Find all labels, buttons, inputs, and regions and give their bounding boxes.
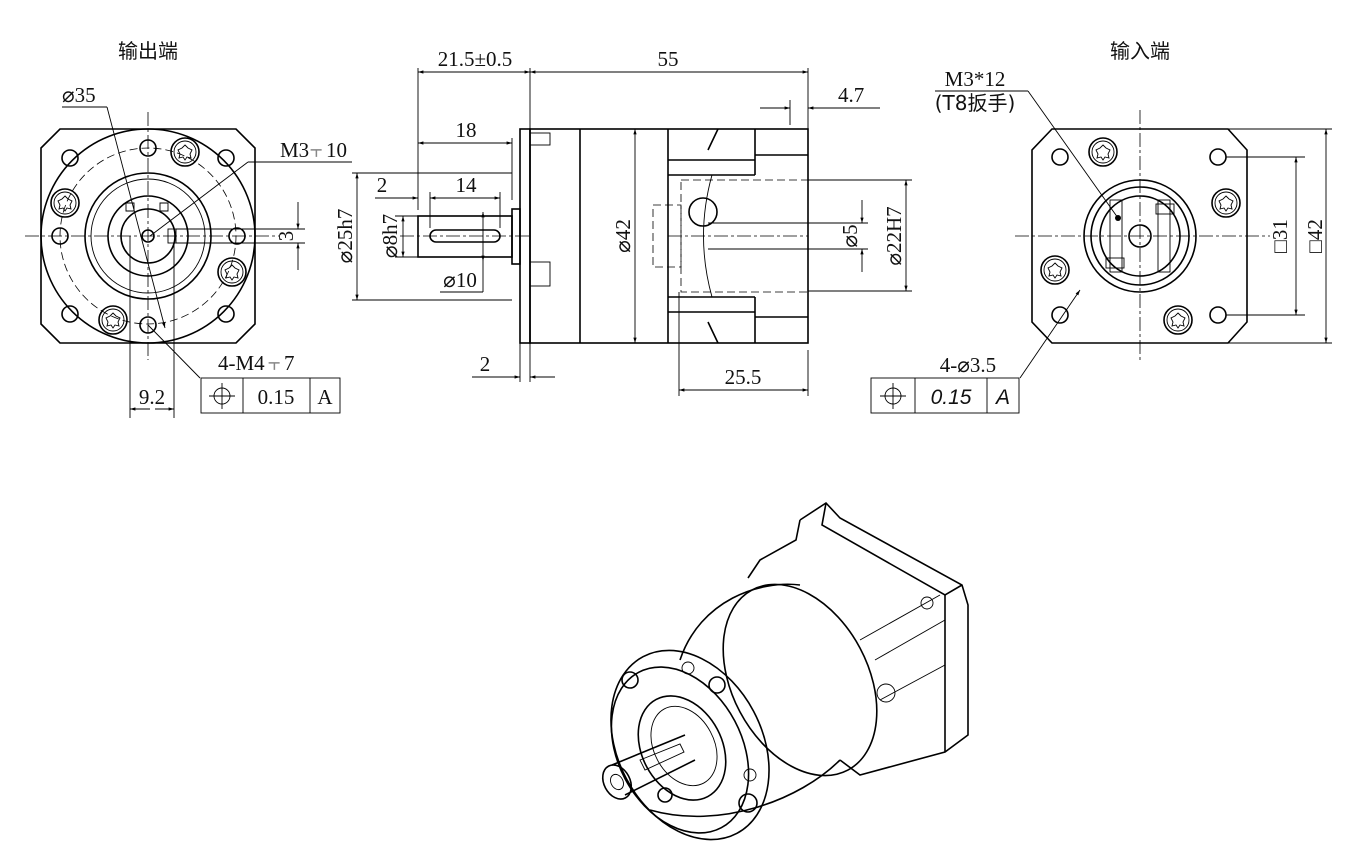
tolerance-datum: A: [317, 385, 333, 409]
input-end-view: 输入端 M3*12 (T8扳手) □31 □42 4-⌀3.5 0.15 A: [870, 39, 1332, 414]
dim-shaft-length: 18: [456, 118, 477, 142]
clamp-screw-label: M3*12: [945, 67, 1006, 91]
dim-shaft-protrusion: 21.5±0.5: [438, 47, 513, 71]
iso-output-shaft: [611, 734, 696, 796]
dim-key-offset: 3: [274, 231, 298, 242]
dim-shoulder-dia: ⌀10: [443, 268, 477, 292]
center-thread-label: M3: [280, 138, 309, 162]
dim-pilot-dia: ⌀25h7: [333, 209, 357, 264]
dim-flange-size: □42: [1303, 219, 1327, 253]
side-view: 21.5±0.5 55 4.7 18 2 14 ⌀25h7 ⌀8h7 ⌀10 2…: [333, 47, 912, 396]
output-end-view: 输出端 ⌀35 M3 ⫟ 10 3 4-M4 ⫟ 7 9.2 0.15 A: [25, 39, 352, 418]
dim-body-dia: ⌀42: [611, 219, 635, 253]
dim-input-bore: ⌀5: [838, 224, 862, 247]
clamp-tool-label: (T8扳手): [935, 91, 1016, 115]
screw-icon: [170, 137, 200, 167]
dim-hole-spacing: □31: [1268, 219, 1292, 253]
output-shaft-side: [417, 215, 513, 258]
mount-holes-label: 4-M4: [218, 351, 265, 375]
position-tolerance-frame: 0.15 A: [870, 377, 1020, 414]
position-tolerance-frame: 0.15 A: [200, 377, 341, 414]
tolerance-datum: A: [994, 386, 1010, 409]
tolerance-value: 0.15: [258, 385, 295, 409]
input-end-title: 输入端: [1110, 39, 1170, 63]
dim-key-offset: 2: [377, 173, 388, 197]
dim-key-length: 14: [456, 173, 478, 197]
isometric-view: [601, 501, 969, 841]
center-thread-depth: 10: [326, 138, 347, 162]
mount-holes-depth: 7: [284, 351, 295, 375]
iso-front-flange: [610, 649, 770, 841]
position-symbol-icon: [879, 382, 907, 410]
mount-holes-label: 4-⌀3.5: [940, 353, 996, 377]
depth-symbol: ⫟: [310, 138, 323, 162]
dim-input-pilot: ⌀22H7: [882, 206, 906, 265]
output-end-title: 输出端: [118, 39, 178, 63]
position-symbol-icon: [208, 382, 236, 410]
dim-flange-thickness: 2: [480, 352, 491, 376]
output-flange-outline: [40, 128, 256, 344]
dim-input-recess: 4.7: [838, 83, 864, 107]
tolerance-value: 0.15: [931, 386, 972, 409]
dim-bolt-circle: ⌀35: [62, 83, 96, 107]
dim-key-width: 9.2: [139, 385, 165, 409]
dim-input-depth: 25.5: [725, 365, 762, 389]
dim-shaft-dia: ⌀8h7: [378, 214, 402, 258]
depth-symbol: ⫟: [268, 351, 281, 375]
dim-body-length: 55: [658, 47, 679, 71]
